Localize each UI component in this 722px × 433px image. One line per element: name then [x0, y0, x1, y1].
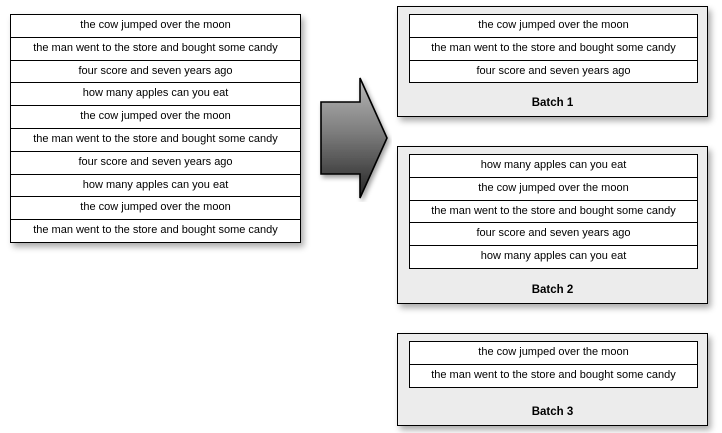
batch-2-sequence-row: four score and seven years ago	[410, 223, 697, 247]
input-sequence-row: how many apples can you eat	[11, 175, 300, 198]
right-arrow-icon	[316, 74, 392, 202]
input-sequence-row: the man went to the store and bought som…	[11, 129, 300, 152]
batch-2-sequence-row: the cow jumped over the moon	[410, 178, 697, 201]
batch-1-sequence-row: four score and seven years ago	[410, 61, 697, 84]
batch-2-sequence-row: the man went to the store and bought som…	[410, 201, 697, 224]
batch-3-sequence-row: the cow jumped over the moon	[410, 342, 697, 365]
input-sequence-row: the man went to the store and bought som…	[11, 220, 300, 243]
input-sequence-row: the cow jumped over the moon	[11, 197, 300, 221]
batch-2-sequence-row: how many apples can you eat	[410, 155, 697, 178]
batch-1-sequence-row: the man went to the store and bought som…	[410, 38, 697, 61]
input-sequence-row: four score and seven years ago	[11, 61, 300, 84]
batch-2-sequence-row: how many apples can you eat	[410, 246, 697, 269]
batch-1-sequence-row: the cow jumped over the moon	[410, 15, 697, 38]
input-sequence-row: the cow jumped over the moon	[11, 15, 300, 38]
input-sequence-row: four score and seven years ago	[11, 152, 300, 175]
batch-3-sequence-row: the man went to the store and bought som…	[410, 365, 697, 388]
batch-label-2: Batch 2	[531, 284, 574, 296]
batch-label-3: Batch 3	[531, 406, 574, 418]
input-sequence-row: the cow jumped over the moon	[11, 106, 300, 129]
input-sequence-row: the man went to the store and bought som…	[11, 38, 300, 61]
input-sequence-row: how many apples can you eat	[11, 83, 300, 107]
batch-label-1: Batch 1	[531, 97, 574, 109]
